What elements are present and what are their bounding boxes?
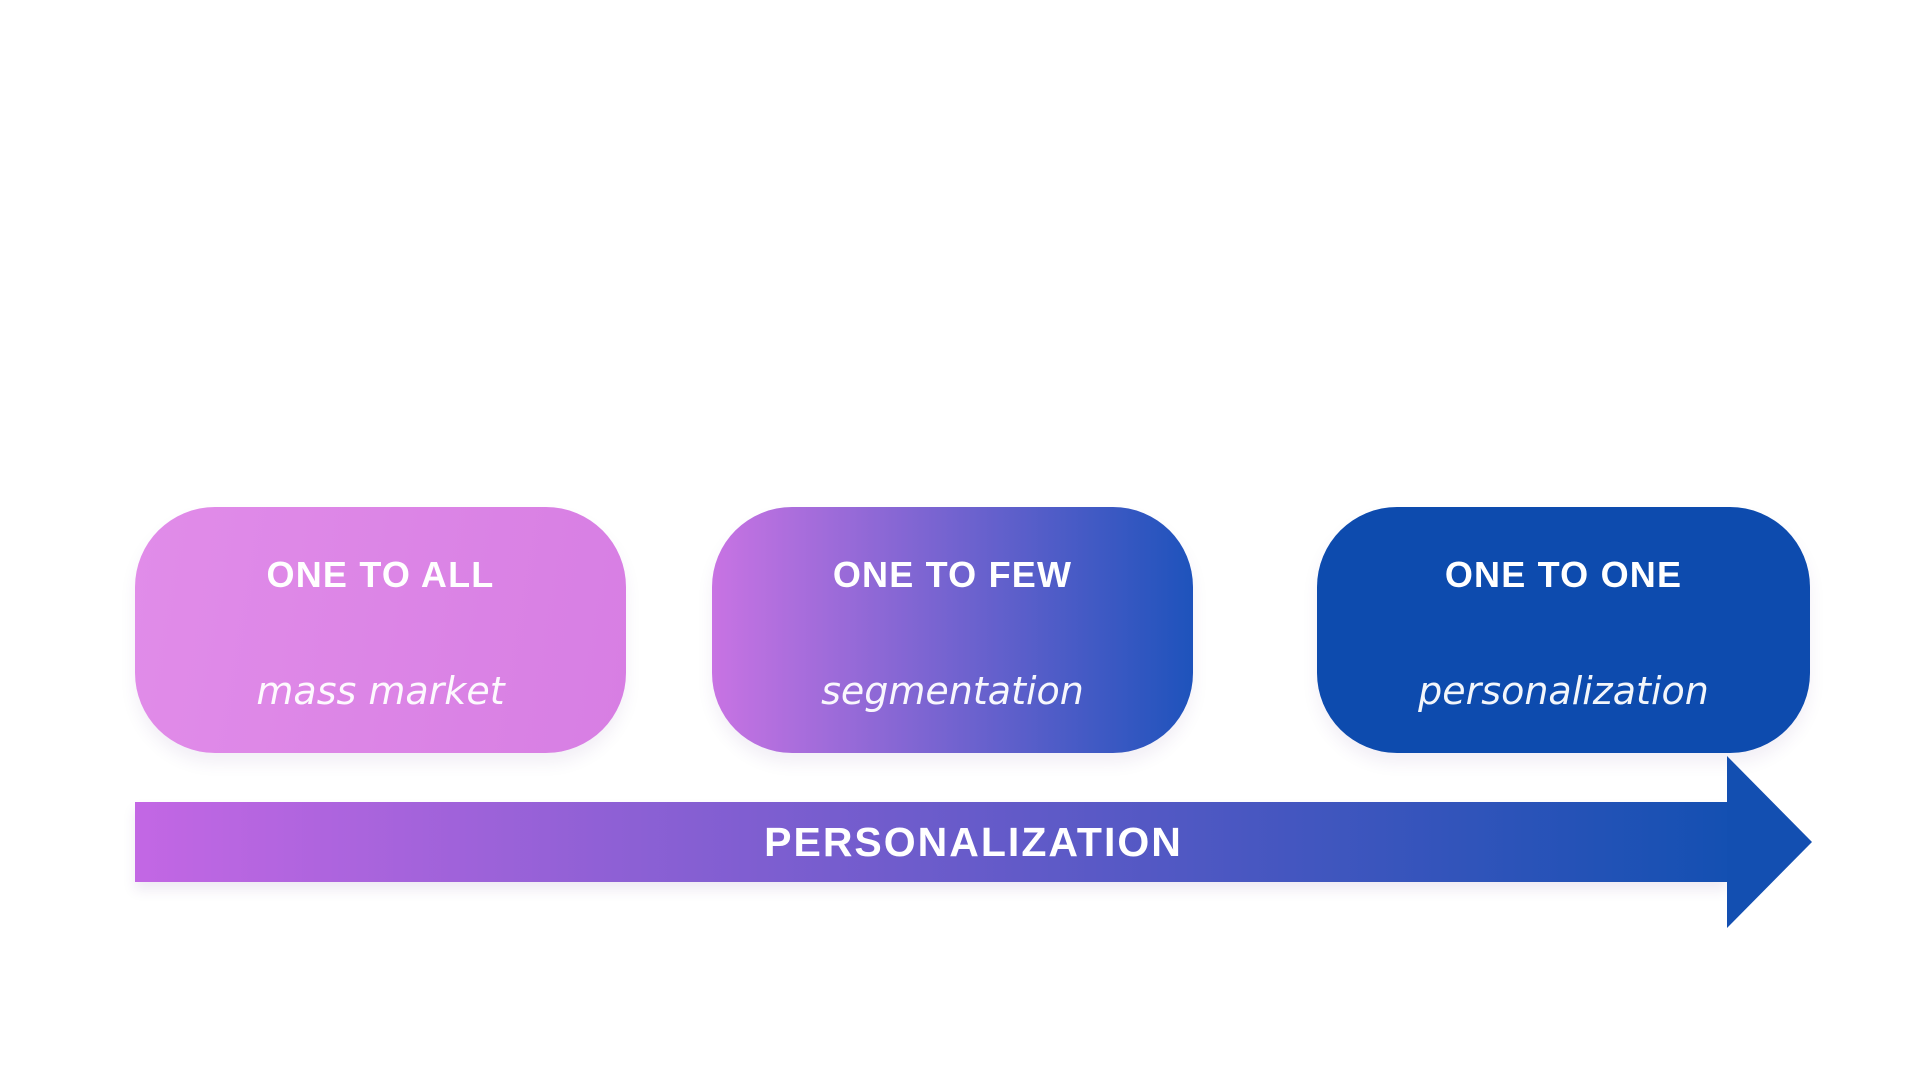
stage-card-one-to-few: ONE TO FEW segmentation: [712, 507, 1193, 753]
stage-subtitle: mass market: [256, 669, 505, 713]
stage-card-one-to-one: ONE TO ONE personalization: [1317, 507, 1810, 753]
stage-title: ONE TO ALL: [266, 554, 495, 595]
stage-card-one-to-all: ONE TO ALL mass market: [135, 507, 626, 753]
stage-title: ONE TO ONE: [1444, 554, 1683, 595]
stage-title: ONE TO FEW: [832, 554, 1073, 595]
stage-subtitle: segmentation: [821, 669, 1084, 713]
gradient-arrow-bar: [135, 802, 1727, 882]
stage-subtitle: personalization: [1418, 669, 1709, 713]
arrow-head-icon: [1727, 756, 1812, 928]
arrow-label: PERSONALIZATION: [764, 819, 1183, 865]
